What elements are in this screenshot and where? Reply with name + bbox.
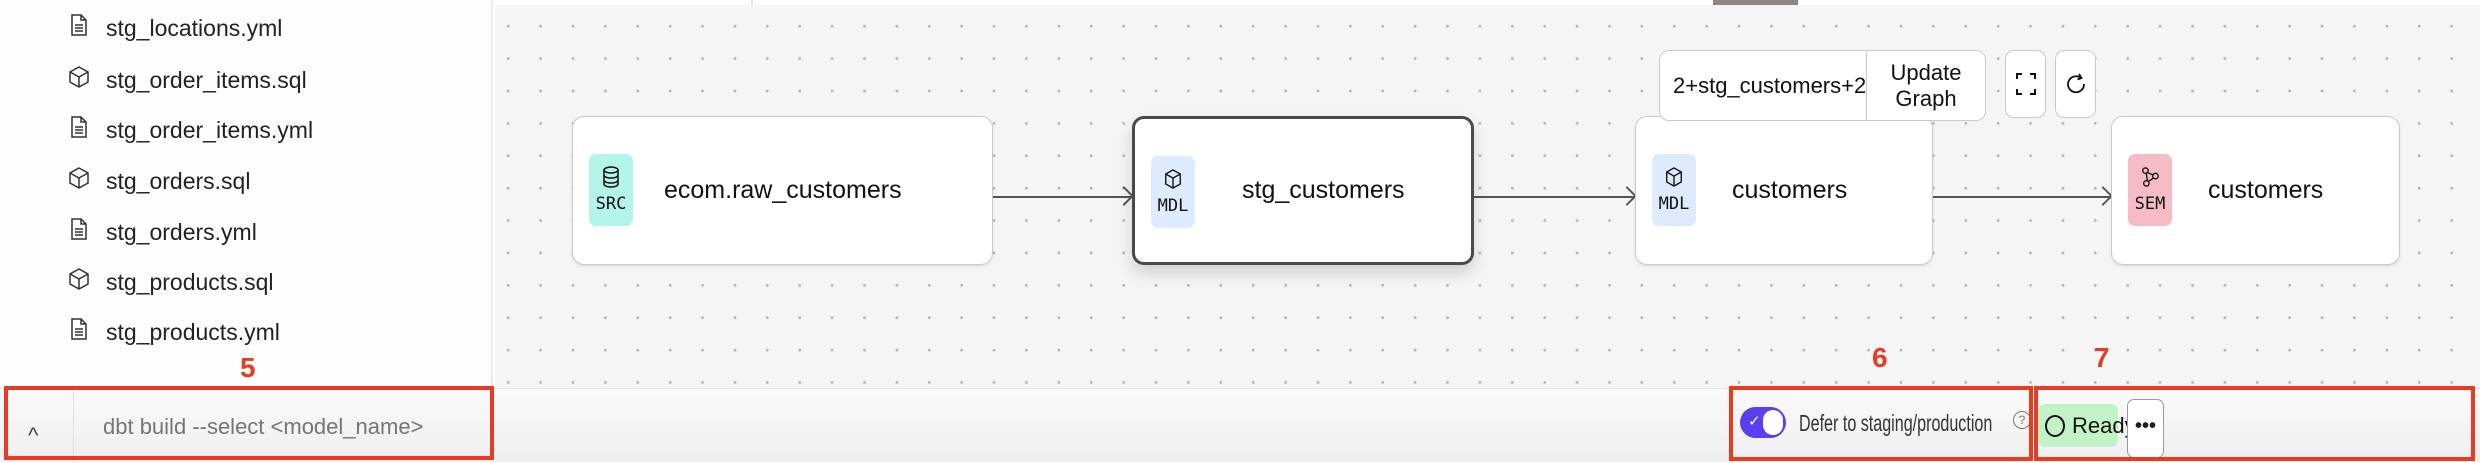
active-tab-indicator bbox=[1713, 0, 1798, 5]
tab-divider bbox=[751, 0, 753, 5]
file-icon bbox=[68, 116, 90, 144]
semantic-graph-icon bbox=[2142, 167, 2159, 187]
cube-icon bbox=[1165, 169, 1181, 189]
annotation-label-6: 6 bbox=[1872, 342, 1888, 373]
badge-text: MDL bbox=[1658, 194, 1690, 214]
cube-icon bbox=[68, 268, 90, 296]
file-name: stg_products.sql bbox=[106, 268, 274, 295]
node-ecom-raw-customers[interactable]: SRC ecom.raw_customers bbox=[572, 116, 993, 265]
file-item[interactable]: stg_orders.yml bbox=[68, 212, 257, 252]
badge-text: MDL bbox=[1157, 196, 1189, 216]
file-item[interactable]: stg_order_items.sql bbox=[68, 60, 307, 100]
chevron-up-icon[interactable]: ^ bbox=[28, 423, 39, 448]
model-badge: MDL bbox=[1151, 156, 1195, 228]
cube-icon bbox=[68, 66, 90, 94]
fullscreen-icon bbox=[2015, 73, 2036, 95]
file-item[interactable]: stg_orders.sql bbox=[68, 161, 250, 201]
file-explorer: stg_locations.yml stg_order_items.sql st… bbox=[0, 0, 493, 388]
cube-icon bbox=[68, 167, 90, 195]
help-icon[interactable]: ? bbox=[2013, 411, 2031, 429]
file-icon bbox=[68, 218, 90, 246]
graph-selector-input[interactable] bbox=[1660, 51, 1866, 120]
file-name: stg_locations.yml bbox=[106, 14, 283, 41]
file-name: stg_products.yml bbox=[106, 318, 280, 345]
defer-toggle[interactable]: ✓ bbox=[1740, 407, 1786, 438]
graph-selector-group: Update Graph bbox=[1659, 50, 1986, 121]
edge-stg-to-customers bbox=[1474, 196, 1635, 198]
command-input[interactable] bbox=[103, 414, 483, 440]
file-icon bbox=[68, 14, 90, 42]
annotation-label-5: 5 bbox=[240, 352, 256, 383]
fullscreen-button[interactable] bbox=[2005, 50, 2046, 118]
check-icon: ✓ bbox=[1748, 413, 1761, 430]
node-label: ecom.raw_customers bbox=[664, 176, 902, 204]
file-name: stg_orders.sql bbox=[106, 167, 251, 194]
node-customers-semantic[interactable]: SEM customers bbox=[2111, 116, 2400, 265]
more-options-button[interactable]: ••• bbox=[2127, 399, 2164, 458]
file-item[interactable]: stg_products.sql bbox=[68, 262, 273, 302]
badge-text: SEM bbox=[2134, 194, 2166, 214]
defer-label: Defer to staging/production bbox=[1799, 410, 1993, 436]
node-label: customers bbox=[2208, 176, 2324, 204]
annotation-label-7: 7 bbox=[2094, 342, 2110, 373]
status-badge: Ready bbox=[2038, 404, 2136, 447]
file-name: stg_order_items.yml bbox=[106, 116, 314, 143]
file-icon bbox=[68, 318, 90, 346]
source-badge: SRC bbox=[589, 154, 633, 226]
status-text: Ready bbox=[2072, 412, 2136, 438]
node-label: stg_customers bbox=[1242, 176, 1405, 204]
file-item[interactable]: stg_order_items.yml bbox=[68, 110, 313, 150]
file-name: stg_orders.yml bbox=[106, 218, 257, 245]
database-icon bbox=[603, 166, 619, 188]
update-graph-button[interactable]: Update Graph bbox=[1866, 51, 1985, 120]
divider bbox=[73, 389, 74, 463]
file-name: stg_order_items.sql bbox=[106, 66, 307, 93]
cube-icon bbox=[1666, 167, 1682, 187]
badge-text: SRC bbox=[595, 194, 627, 214]
toggle-knob bbox=[1763, 410, 1783, 435]
file-item[interactable]: stg_products.yml bbox=[68, 312, 280, 352]
edge-src-to-stg bbox=[993, 196, 1132, 198]
node-label: customers bbox=[1732, 176, 1848, 204]
node-customers-model[interactable]: MDL customers bbox=[1635, 116, 1933, 265]
file-item[interactable]: stg_locations.yml bbox=[68, 8, 282, 48]
node-stg-customers[interactable]: MDL stg_customers bbox=[1132, 116, 1474, 265]
status-circle-icon bbox=[2045, 414, 2065, 437]
model-badge: MDL bbox=[1652, 154, 1696, 226]
refresh-button[interactable] bbox=[2055, 50, 2096, 118]
semantic-badge: SEM bbox=[2128, 154, 2172, 226]
refresh-icon bbox=[2066, 73, 2085, 94]
edge-customers-to-semantic bbox=[1933, 196, 2111, 198]
